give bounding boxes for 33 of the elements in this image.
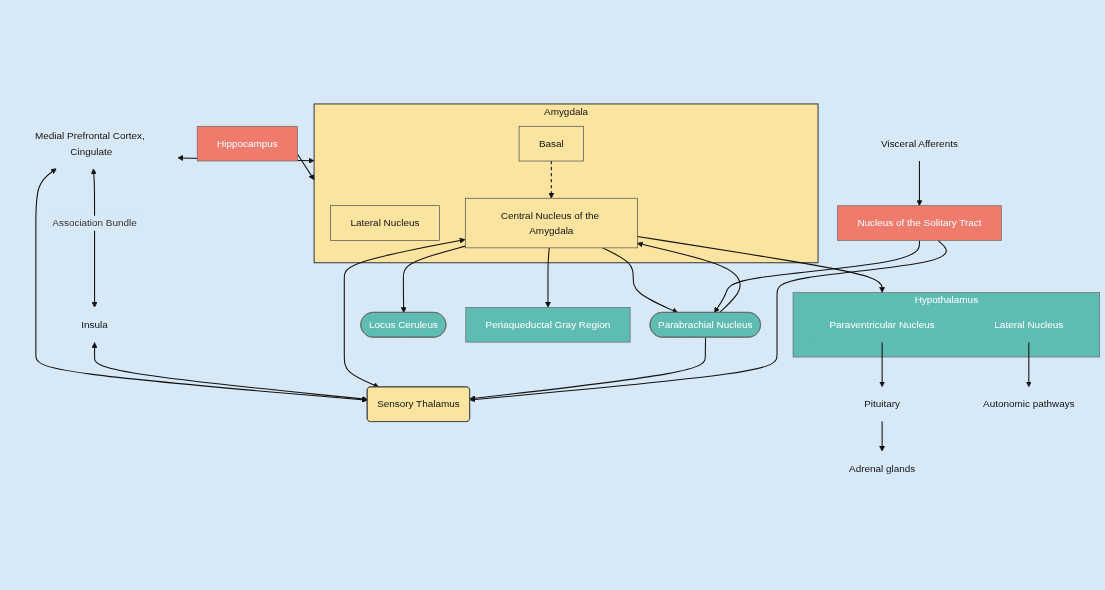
arrow	[879, 421, 886, 452]
node-box: Basal	[518, 125, 584, 162]
arrow	[91, 342, 368, 402]
node-text: Lateral Nucleus	[994, 318, 1064, 330]
node-box: Central Nucleus of the Amygdala	[465, 197, 638, 249]
node-box: Periaqueductal Gray Region	[465, 307, 631, 343]
node-text: Visceral Afferents	[881, 137, 958, 149]
arrow	[297, 153, 315, 181]
arrow	[548, 160, 555, 199]
edge-label: Association Bundle	[52, 216, 137, 229]
arrow	[469, 337, 707, 402]
arrow	[602, 247, 679, 314]
node-text: Paraventricular Nucleus	[829, 318, 935, 330]
node-text: Adrenal glands	[849, 462, 916, 474]
arrow	[714, 239, 920, 313]
node-text: Autonomic pathways	[983, 398, 1075, 410]
node-box: Nucleus of the Solitary Tract	[837, 205, 1002, 241]
node-box: Lateral Nucleus	[330, 205, 440, 241]
arrow	[545, 247, 551, 308]
arrow	[637, 241, 741, 314]
node-box: Hippocampus	[196, 125, 298, 162]
arrow	[636, 236, 886, 293]
node-text: Pituitary	[864, 398, 901, 410]
arrow	[916, 160, 923, 206]
arrow	[35, 168, 368, 403]
arrow	[469, 239, 947, 403]
arrow	[1025, 341, 1032, 388]
arrow	[879, 341, 886, 388]
node-text: Medial Prefrontal Cortex, Cingulate	[35, 130, 145, 157]
arrow	[343, 237, 466, 388]
arrow	[90, 168, 98, 308]
node-text: Insula	[81, 318, 108, 330]
arrow	[400, 245, 466, 313]
